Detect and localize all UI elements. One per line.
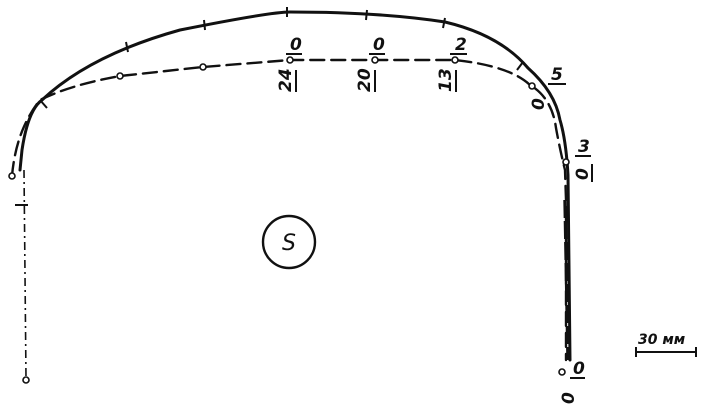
right-label-0-c: 0 [573, 359, 585, 379]
right-label-0-a: 0 [529, 98, 549, 110]
dashed-contour [10, 58, 568, 362]
top-lower-label-1: 24 [276, 68, 296, 92]
left-base-point [22, 376, 30, 384]
top-upper-label-2: 0 [373, 35, 385, 55]
top-upper-label-1: 0 [290, 35, 302, 55]
top-lower-label-2: 20 [355, 68, 375, 92]
solid-contour [18, 10, 572, 362]
top-label-pair-2: 0 20 [355, 35, 385, 92]
right-label-0-b: 0 [573, 168, 593, 180]
right-label-0-d: 0 [559, 392, 579, 404]
right-label-3: 3 [578, 137, 590, 157]
top-lower-label-3: 13 [436, 68, 456, 92]
section-label: S [282, 231, 296, 256]
top-label-pair-3: 2 13 [436, 35, 467, 92]
section-marker: S [261, 214, 317, 270]
dashed-contour-points [8, 56, 570, 376]
top-upper-label-3: 2 [455, 35, 467, 55]
left-leg-dashdot [23, 169, 27, 379]
right-label-5: 5 [551, 65, 563, 85]
scale-label: 30 мм [638, 332, 685, 348]
right-leg-segment [563, 199, 570, 361]
scale-bar: 30 мм [635, 332, 697, 357]
solid-contour-ticks [15, 7, 524, 206]
top-label-pair-1: 0 24 [276, 35, 302, 92]
